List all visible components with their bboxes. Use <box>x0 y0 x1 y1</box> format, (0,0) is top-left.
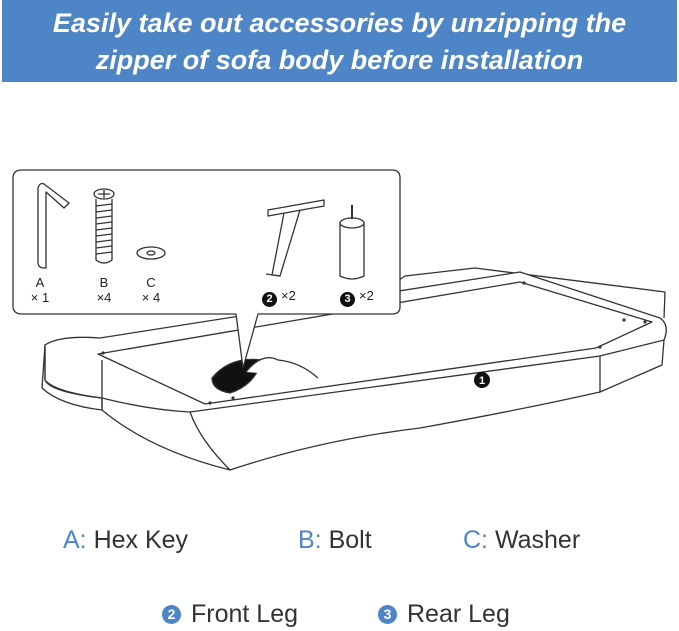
banner-line-2: zipper of sofa body before installation <box>95 45 584 75</box>
washer-icon <box>136 246 166 260</box>
sofa-number-badge <box>474 372 490 388</box>
sofa-inner-panel <box>97 281 653 405</box>
sofa-back-edge <box>394 267 666 319</box>
banner-line-1: Easily take out accessories by unzipping… <box>52 8 627 38</box>
legend-bolt: B: Bolt <box>298 526 372 554</box>
legend-washer: C: Washer <box>463 526 581 554</box>
hex-key-icon <box>37 182 70 269</box>
zipper-flap <box>245 357 319 379</box>
sofa-number: 1 <box>479 375 485 387</box>
sofa-bottom-edge <box>101 339 665 471</box>
sofa-screw-dots <box>101 281 647 405</box>
rear-leg-count: 3×2 <box>340 288 374 307</box>
legend-hex-key: A: Hex Key <box>63 526 189 554</box>
front-leg-count: 2×2 <box>262 288 296 307</box>
part-a-label: A× 1 <box>30 275 50 305</box>
header-banner: Easily take out accessories by unzipping… <box>2 0 677 82</box>
part-c-label: C× 4 <box>141 275 161 305</box>
bolt-icon <box>93 188 115 264</box>
front-leg-icon <box>265 199 325 277</box>
part-b-label: B×4 <box>96 275 112 305</box>
rear-leg-icon <box>339 205 365 280</box>
callout-box <box>12 169 401 369</box>
